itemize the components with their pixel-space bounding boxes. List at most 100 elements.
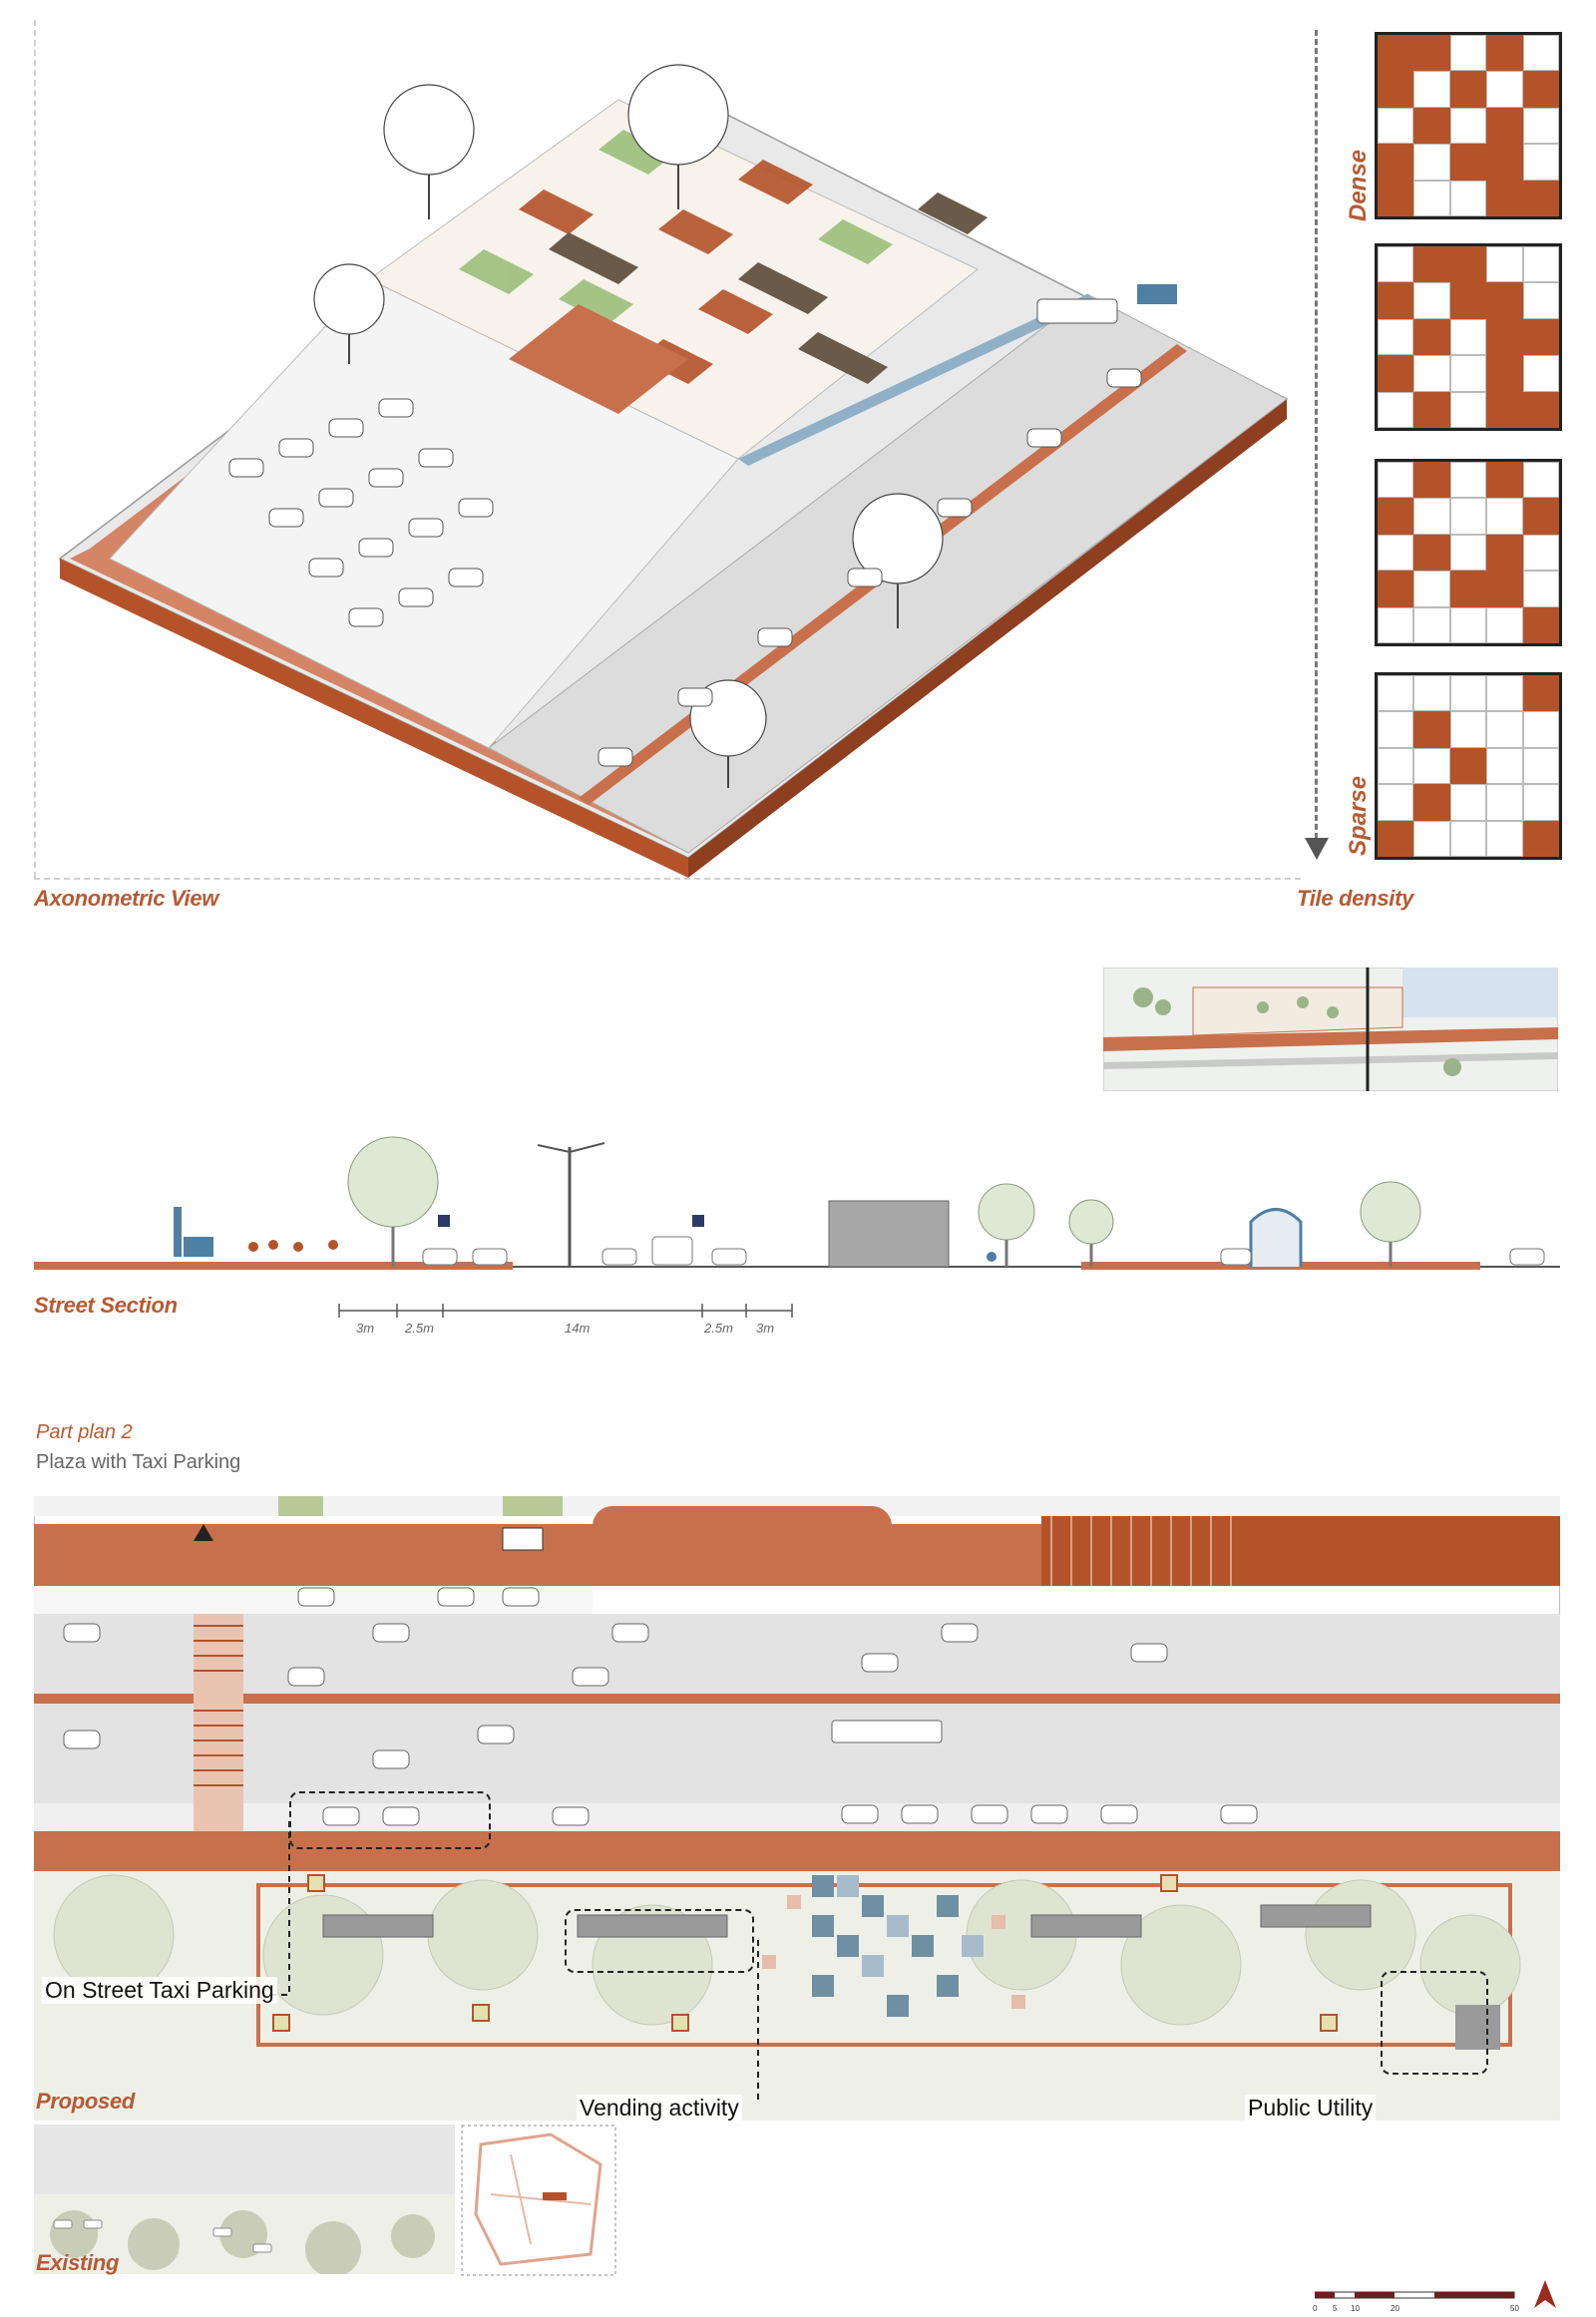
tile-cell [1449,606,1487,643]
tile-cell [1522,784,1559,821]
dim-label-5: 3m [756,1321,775,1336]
tile-cell [1449,820,1487,857]
tile-cell [1522,675,1559,712]
tile-cell [1449,675,1487,712]
tile-cell [1522,355,1559,392]
tile-cell [1378,391,1414,428]
tile-cell [1378,462,1414,499]
tile-cell [1378,35,1414,72]
tile-cell [1522,498,1559,535]
vending-highlight [565,1909,754,1973]
tile-grid-medium [1375,459,1562,646]
tile-cell [1413,318,1450,356]
tile-cell [1522,571,1559,607]
tile-cell [1522,391,1559,428]
tile-cell [1522,107,1559,145]
tile-cell [1486,820,1523,857]
tile-cell [1486,747,1523,785]
vending-callout: Vending activity [577,2095,742,2122]
tile-cell [1413,747,1450,785]
tile-cell [1413,180,1450,216]
tile-cell [1486,282,1523,319]
tile-cell [1378,675,1414,712]
tile-cell [1449,318,1487,356]
north-arrow-icon [1534,2280,1556,2308]
tile-cell [1486,606,1523,643]
tile-cell [1378,711,1414,748]
tile-cell [1413,246,1450,283]
tile-cell [1413,144,1450,181]
tile-cell [1378,71,1414,108]
tile-cell [1413,784,1450,821]
taxi-parking-highlight [289,1791,491,1849]
tile-cell [1449,462,1487,499]
tile-cell [1486,391,1523,428]
tile-cell [1378,820,1414,857]
tile-cell [1486,246,1523,283]
tile-grid-dense-1 [1375,32,1562,219]
scale-bar [1315,2291,1515,2299]
taxi-parking-callout: On Street Taxi Parking [42,1977,277,2004]
part-plan-subtitle: Plaza with Taxi Parking [36,1451,241,1473]
tile-cell [1522,820,1559,857]
tile-cell [1486,711,1523,748]
scale-tick-0: 0 [1313,2304,1318,2313]
tile-cell [1486,35,1523,72]
tile-cell [1522,71,1559,108]
tile-cell [1413,107,1450,145]
tile-density-label: Tile density [1297,886,1414,911]
tile-cell [1378,282,1414,319]
tile-cell [1413,355,1450,392]
tile-cell [1413,606,1450,643]
tile-cell [1378,606,1414,643]
dim-label-1: 3m [356,1321,375,1336]
tile-cell [1413,35,1450,72]
tile-cell [1378,107,1414,145]
tile-cell [1522,282,1559,319]
axonometric-label: Axonometric View [34,886,219,911]
scale-tick-50: 50 [1510,2304,1519,2313]
utility-highlight [1381,1971,1488,2075]
axonometric-frame-left [34,20,36,878]
tile-cell [1449,35,1487,72]
tile-cell [1413,571,1450,607]
dimension-line [338,1304,793,1318]
tile-cell [1522,246,1559,283]
dim-label-2: 2.5m [405,1321,434,1336]
tile-cell [1413,462,1450,499]
tile-cell [1486,355,1523,392]
tile-cell [1449,107,1487,145]
tile-cell [1449,180,1487,216]
dim-label-3: 14m [565,1321,591,1336]
tile-cell [1449,571,1487,607]
tile-cell [1486,144,1523,181]
tile-cell [1486,318,1523,356]
tile-cell [1522,318,1559,356]
tile-cell [1413,282,1450,319]
tile-cell [1449,747,1487,785]
tile-cell [1378,534,1414,572]
utility-callout: Public Utility [1245,2095,1377,2122]
tile-cell [1522,462,1559,499]
tile-cell [1486,534,1523,572]
proposed-label: Proposed [36,2089,136,2114]
key-map-thumbnail [1103,967,1558,1091]
tile-cell [1486,462,1523,499]
tile-cell [1486,675,1523,712]
tile-cell [1449,71,1487,108]
tile-cell [1486,71,1523,108]
scale-tick-5: 5 [1333,2304,1338,2313]
tile-cell [1413,534,1450,572]
tile-cell [1378,571,1414,607]
tile-cell [1486,571,1523,607]
tile-cell [1522,534,1559,572]
tile-cell [1449,711,1487,748]
dim-label-4: 2.5m [704,1321,733,1336]
tile-cell [1449,534,1487,572]
existing-label: Existing [36,2250,120,2275]
tile-grid-dense-2 [1375,243,1562,431]
tile-cell [1378,498,1414,535]
tile-cell [1413,711,1450,748]
street-section-label: Street Section [34,1293,178,1318]
